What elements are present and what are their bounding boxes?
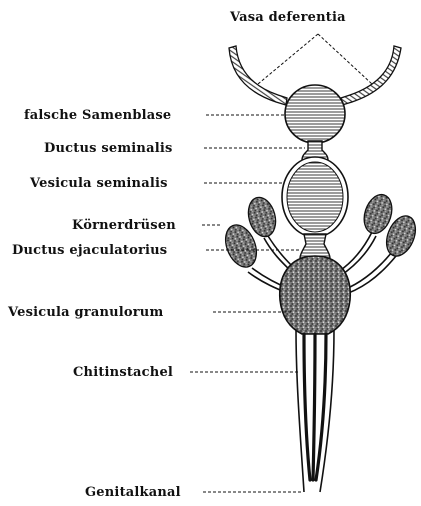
vesicula-seminalis-shape [282, 157, 348, 237]
label-falsche-samenblase: falsche Samenblase [24, 108, 171, 123]
label-ductus-ejaculatorius: Ductus ejaculatorius [12, 243, 167, 258]
falsche-samenblase-shape [285, 85, 345, 143]
label-vasa-deferentia: Vasa deferentia [229, 10, 346, 25]
chitinstachel-shape [304, 334, 326, 480]
label-genitalkanal: Genitalkanal [85, 485, 181, 500]
label-chitinstachel: Chitinstachel [73, 365, 173, 380]
label-vesicula-seminalis: Vesicula seminalis [29, 176, 168, 191]
label-vesicula-granulorum: Vesicula granulorum [7, 305, 163, 320]
ductus-ejaculatorius-shape [300, 234, 330, 258]
label-koernerdruesen: Körnerdrüsen [72, 218, 176, 233]
label-ductus-seminalis: Ductus seminalis [44, 141, 173, 156]
vesicula-granulorum-shape [280, 256, 350, 334]
vasa-pointer-lines [258, 34, 372, 84]
